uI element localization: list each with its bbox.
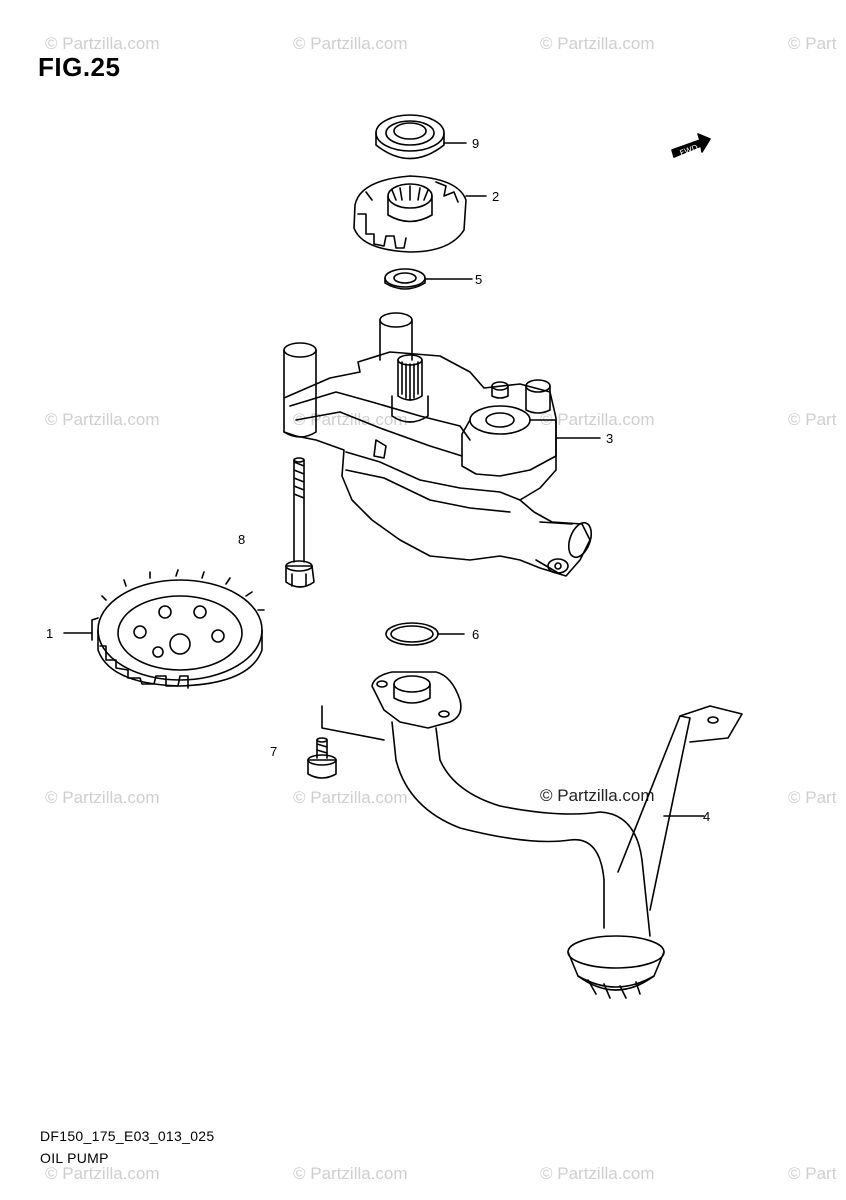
part-5-washer bbox=[384, 268, 473, 290]
callout-5: 5 bbox=[475, 272, 483, 287]
watermark: © Partzilla.com bbox=[45, 410, 160, 429]
watermark: © Partzilla.com bbox=[540, 1164, 655, 1183]
watermark: © Partzilla.com bbox=[540, 34, 655, 53]
figure-subtitle: OIL PUMP bbox=[40, 1150, 109, 1166]
figure-title: FIG.25 bbox=[38, 52, 121, 82]
watermark: © Partzilla.com bbox=[45, 34, 160, 53]
callout-2: 2 bbox=[492, 189, 500, 204]
part-8-bolt bbox=[285, 457, 315, 588]
part-1-driven-gear bbox=[63, 569, 265, 689]
watermark: © Partzilla.com bbox=[540, 410, 655, 429]
part-4-oil-strainer bbox=[371, 671, 743, 999]
callout-4: 4 bbox=[703, 809, 711, 824]
callout-9: 9 bbox=[472, 136, 480, 151]
watermark: © Part bbox=[788, 788, 837, 807]
callout-8: 8 bbox=[238, 532, 246, 547]
fwd-arrow-icon: FWD bbox=[671, 133, 711, 158]
watermark: © Part bbox=[788, 34, 837, 53]
part-9-oil-seal bbox=[375, 114, 467, 160]
callout-6: 6 bbox=[472, 627, 480, 642]
watermark: © Part bbox=[788, 410, 837, 429]
part-7-bolt bbox=[307, 705, 385, 779]
part-6-o-ring bbox=[385, 622, 465, 646]
callout-3: 3 bbox=[606, 431, 614, 446]
watermark: © Partzilla.com bbox=[45, 788, 160, 807]
watermark: © Partzilla.com bbox=[45, 1164, 160, 1183]
watermark: © Partzilla.com bbox=[293, 34, 408, 53]
watermark-center: © Partzilla.com bbox=[540, 786, 655, 805]
watermark: © Partzilla.com bbox=[293, 1164, 408, 1183]
part-2-drive-gear bbox=[353, 175, 487, 253]
part-3-oil-pump bbox=[283, 312, 601, 577]
model-code: DF150_175_E03_013_025 bbox=[40, 1128, 215, 1144]
watermark: © Part bbox=[788, 1164, 837, 1183]
watermark: © Partzilla.com bbox=[293, 788, 408, 807]
callout-1: 1 bbox=[46, 626, 54, 641]
fwd-label: FWD bbox=[679, 143, 700, 158]
callout-7: 7 bbox=[270, 744, 278, 759]
